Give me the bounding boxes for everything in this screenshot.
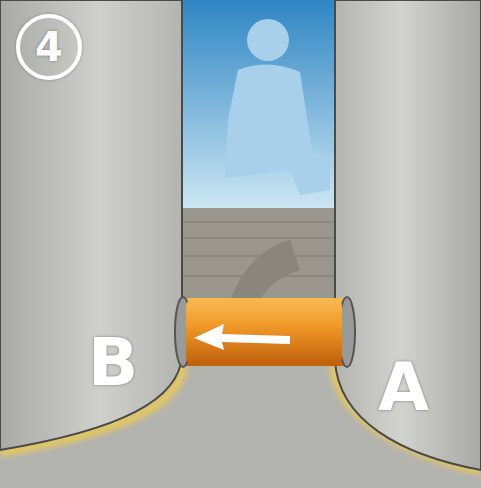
sky-window [180, 0, 337, 212]
right-wall-A [335, 0, 481, 470]
person-silhouette [225, 19, 330, 195]
part-label: B [88, 330, 138, 396]
callout-number: 4 [16, 14, 82, 80]
floor-area [180, 208, 337, 308]
pipe [175, 297, 355, 367]
floor-lines [180, 222, 337, 300]
flow-arrow [194, 324, 290, 350]
part-label: A [378, 355, 429, 421]
left-wall-B [0, 0, 182, 450]
